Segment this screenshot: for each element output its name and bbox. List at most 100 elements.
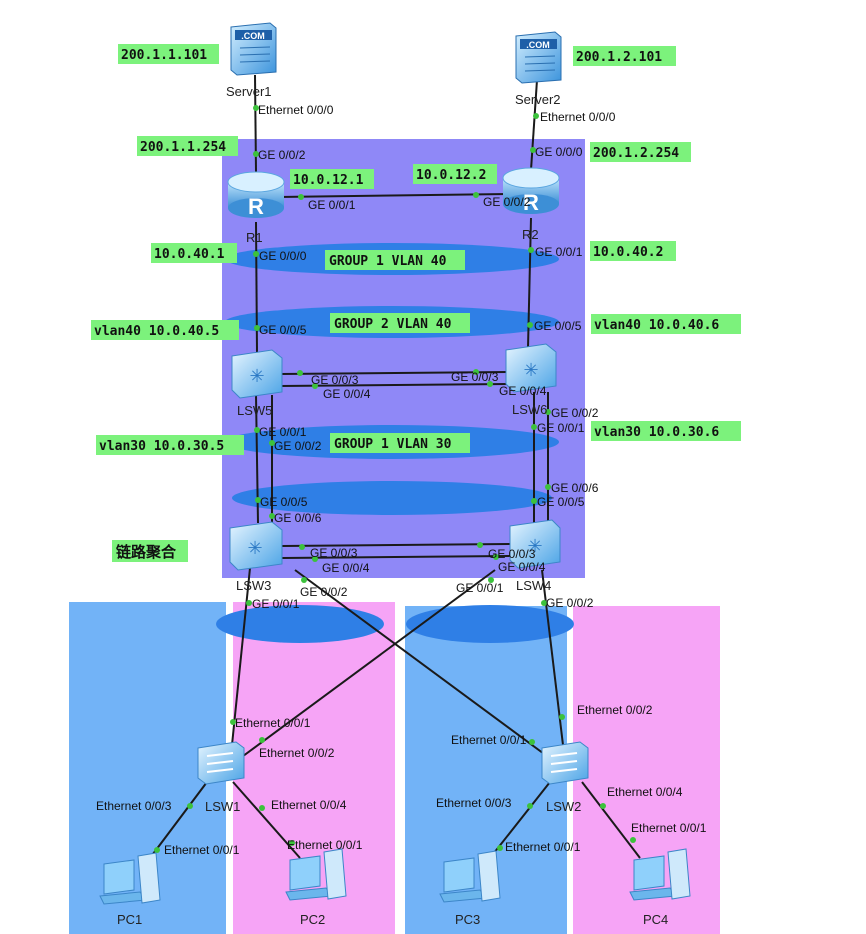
pc2-icon[interactable] <box>285 848 347 901</box>
port-label: GE 0/0/3 <box>311 373 359 387</box>
lsw5-name: LSW5 <box>237 403 272 418</box>
svg-text:✳: ✳ <box>527 536 542 557</box>
ip-lsw6-vlan40: vlan40 10.0.40.6 <box>594 318 719 333</box>
port-label: GE 0/0/3 <box>451 370 499 384</box>
ip-lsw5-vlan30: vlan30 10.0.30.5 <box>99 439 224 454</box>
svg-text:R: R <box>248 194 264 219</box>
svg-text:✳: ✳ <box>247 538 262 559</box>
aggregation-ellipse <box>232 481 552 515</box>
router-r2-icon[interactable]: R <box>502 167 560 215</box>
port-label: GE 0/0/1 <box>456 581 504 595</box>
switch-lsw2-icon[interactable] <box>541 741 589 785</box>
lsw4-name: LSW4 <box>516 578 551 593</box>
ip-lsw5-vlan40: vlan40 10.0.40.5 <box>94 324 219 339</box>
port-label: GE 0/0/2 <box>274 439 322 453</box>
ip-r1-lan: 10.0.40.1 <box>154 247 225 262</box>
port-label: Ethernet 0/0/2 <box>577 703 653 717</box>
port-label: GE 0/0/5 <box>260 495 308 509</box>
port-label: GE 0/0/2 <box>551 406 599 420</box>
server2-icon[interactable]: .COM <box>515 31 562 84</box>
router-r1-icon[interactable]: R <box>227 171 285 219</box>
server1-logo: .COM <box>241 31 265 41</box>
port-label: GE 0/0/2 <box>258 148 306 162</box>
port-label: Ethernet 0/0/4 <box>607 785 683 799</box>
pc4-icon[interactable] <box>629 848 691 901</box>
pc4-name: PC4 <box>643 912 668 927</box>
pc1-name: PC1 <box>117 912 142 927</box>
port-label: Ethernet 0/0/1 <box>164 843 240 857</box>
server1-name: Server1 <box>226 84 272 99</box>
port-label: Ethernet 0/0/0 <box>540 110 616 124</box>
port-label: GE 0/0/4 <box>499 384 547 398</box>
port-label: GE 0/0/1 <box>308 198 356 212</box>
ip-r2-wan: 200.1.2.254 <box>593 146 679 161</box>
lsw1-name: LSW1 <box>205 799 240 814</box>
port-label: Ethernet 0/0/3 <box>96 799 172 813</box>
lsw3-name: LSW3 <box>236 578 271 593</box>
port-label: GE 0/0/0 <box>259 249 307 263</box>
port-label: Ethernet 0/0/4 <box>271 798 347 812</box>
group2-vlan40-label: GROUP 2 VLAN 40 <box>334 317 452 332</box>
port-label: GE 0/0/5 <box>534 319 582 333</box>
port-label: GE 0/0/1 <box>259 425 307 439</box>
port-label: Ethernet 0/0/1 <box>631 821 707 835</box>
lsw6-name: LSW6 <box>512 402 547 417</box>
lsw3-downlink-ellipse <box>216 605 384 643</box>
ip-r1-wan: 200.1.1.254 <box>140 140 226 155</box>
port-label: GE 0/0/2 <box>483 195 531 209</box>
svg-text:✳: ✳ <box>249 366 264 387</box>
switch-lsw4-icon[interactable]: ✳ <box>509 519 561 569</box>
port-label: GE 0/0/1 <box>252 597 300 611</box>
port-label: Ethernet 0/0/1 <box>505 840 581 854</box>
server2-logo: .COM <box>526 40 550 50</box>
port-label: Ethernet 0/0/1 <box>235 716 311 730</box>
port-label: GE 0/0/4 <box>323 387 371 401</box>
lsw2-name: LSW2 <box>546 799 581 814</box>
ip-server1: 200.1.1.101 <box>121 48 207 63</box>
port-label: GE 0/0/2 <box>300 585 348 599</box>
group1-vlan40-label: GROUP 1 VLAN 40 <box>329 254 447 269</box>
switch-lsw3-icon[interactable]: ✳ <box>229 521 283 571</box>
port-label: GE 0/0/6 <box>274 511 322 525</box>
device-names: Server1 Server2 R1 R2 LSW5 LSW6 LSW3 LSW… <box>117 84 668 927</box>
server1-icon[interactable]: .COM <box>230 22 277 76</box>
switch-lsw5-icon[interactable]: ✳ <box>231 349 283 399</box>
port-label: GE 0/0/6 <box>551 481 599 495</box>
port-label: Ethernet 0/0/1 <box>451 733 527 747</box>
r2-name: R2 <box>522 227 539 242</box>
ip-r1-link: 10.0.12.1 <box>293 173 364 188</box>
pc3-icon[interactable] <box>439 850 501 903</box>
port-label: GE 0/0/0 <box>535 145 583 159</box>
port-label: GE 0/0/3 <box>310 546 358 560</box>
switch-lsw1-icon[interactable] <box>197 741 245 785</box>
port-label: GE 0/0/1 <box>537 421 585 435</box>
switch-lsw6-icon[interactable]: ✳ <box>505 343 557 393</box>
svg-text:✳: ✳ <box>523 360 538 381</box>
links <box>149 74 641 859</box>
port-label: GE 0/0/3 <box>488 547 536 561</box>
lsw4-downlink-ellipse <box>406 605 574 643</box>
port-label: GE 0/0/4 <box>498 560 546 574</box>
pc2-name: PC2 <box>300 912 325 927</box>
ip-server2: 200.1.2.101 <box>576 50 662 65</box>
ip-lsw6-vlan30: vlan30 10.0.30.6 <box>594 425 719 440</box>
port-dots <box>154 105 636 853</box>
ip-tags: 200.1.1.101 200.1.2.101 200.1.1.254 200.… <box>91 44 741 562</box>
port-label: Ethernet 0/0/0 <box>258 103 334 117</box>
port-labels: Ethernet 0/0/0 Ethernet 0/0/0 GE 0/0/2 G… <box>96 103 707 857</box>
group1-vlan30-label: GROUP 1 VLAN 30 <box>334 437 452 452</box>
port-label: Ethernet 0/0/3 <box>436 796 512 810</box>
svg-text:R: R <box>523 190 539 215</box>
pc3-name: PC3 <box>455 912 480 927</box>
port-label: GE 0/0/4 <box>322 561 370 575</box>
port-label: GE 0/0/2 <box>546 596 594 610</box>
ip-r2-lan: 10.0.40.2 <box>593 245 663 260</box>
port-label: Ethernet 0/0/1 <box>287 838 363 852</box>
link-aggregation-label: 链路聚合 <box>116 543 177 561</box>
pc1-icon[interactable] <box>99 852 161 905</box>
port-label: Ethernet 0/0/2 <box>259 746 335 760</box>
r1-name: R1 <box>246 230 263 245</box>
server2-name: Server2 <box>515 92 561 107</box>
port-label: GE 0/0/5 <box>259 323 307 337</box>
